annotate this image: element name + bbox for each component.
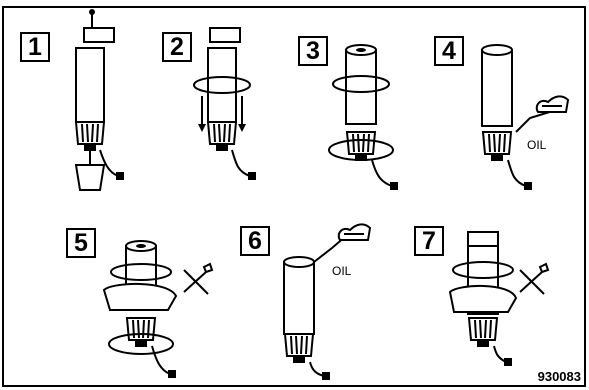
- figure-code: 930083: [538, 369, 581, 384]
- step-3-number: 3: [298, 36, 328, 66]
- oil-label-step4: OIL: [527, 138, 546, 152]
- step2-illustration: [194, 28, 256, 180]
- step3-illustration: [329, 45, 398, 190]
- step5-illustration: [104, 241, 212, 378]
- step-5-number: 5: [66, 228, 96, 258]
- step-2-number: 2: [162, 32, 192, 62]
- step-7-number: 7: [414, 226, 444, 256]
- step4-illustration: [482, 45, 568, 190]
- step6-illustration: [284, 224, 370, 380]
- step-4-number: 4: [434, 36, 464, 66]
- step-1-number: 1: [20, 32, 50, 62]
- step1-illustration: [76, 9, 124, 190]
- step-6-number: 6: [240, 226, 270, 256]
- oil-label-step6: OIL: [332, 264, 351, 278]
- step7-illustration: [450, 232, 548, 366]
